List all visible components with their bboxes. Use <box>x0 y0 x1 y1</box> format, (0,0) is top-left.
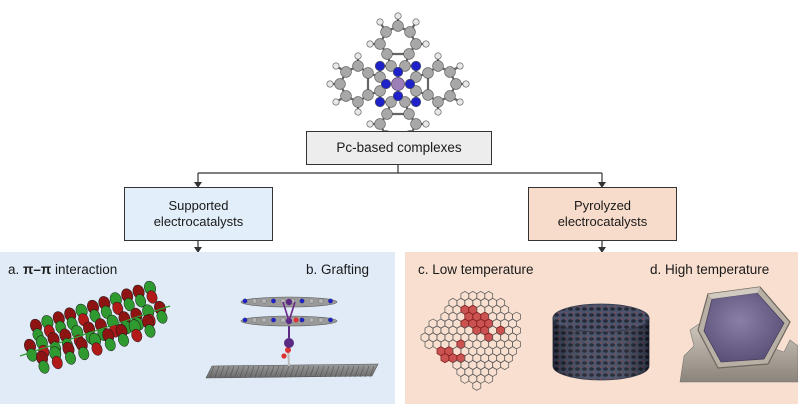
pyrolyzed-label-line2: electrocatalysts <box>557 214 648 229</box>
pyrolyzed-label-line1: Pyrolyzed <box>573 198 632 213</box>
root-node-box: Pc-based complexes <box>306 131 492 165</box>
root-node-label: Pc-based complexes <box>336 140 462 155</box>
panel-b-label: b. Grafting <box>306 262 370 277</box>
supported-node-box: Supported electrocatalysts <box>124 187 273 241</box>
panel-d-label: d. High temperature <box>650 262 770 277</box>
panel-c-label: c. Low temperature <box>418 262 534 277</box>
pyrolyzed-node-box: Pyrolyzed electrocatalysts <box>528 187 677 241</box>
panel-a-symbol: π–π <box>23 262 52 277</box>
panel-a-label: a. π–π interaction <box>8 262 117 277</box>
panel-a-prefix: a. <box>8 262 20 277</box>
supported-label-line1: Supported <box>168 198 229 213</box>
supported-label-line2: electrocatalysts <box>153 214 244 229</box>
panel-a-text: interaction <box>54 262 118 277</box>
